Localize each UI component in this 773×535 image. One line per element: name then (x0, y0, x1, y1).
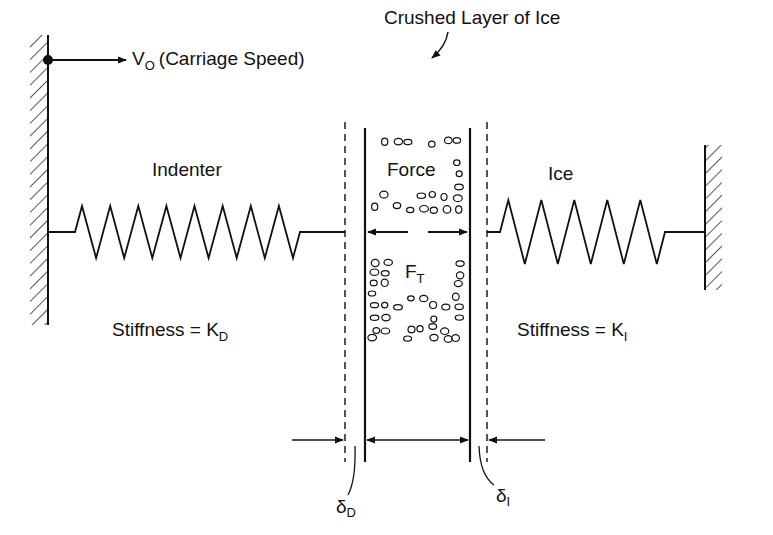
leader-line (348, 446, 355, 495)
ice-grain (455, 315, 463, 320)
ice-grain (407, 207, 414, 212)
indenter-spring (48, 206, 345, 258)
subscript: D (219, 330, 228, 344)
leader-line (432, 32, 448, 58)
symbol: V (132, 49, 145, 70)
layer-boundary (469, 128, 471, 462)
symbol: F (405, 262, 417, 283)
ice-grain (452, 293, 459, 300)
ice-grain (455, 184, 464, 190)
ice-grain (381, 279, 388, 286)
ice-grain (444, 336, 452, 343)
ice-grain (370, 315, 379, 320)
ice-grain (429, 192, 435, 198)
part-name: Ice (548, 164, 573, 185)
ice-grain (408, 296, 415, 301)
callout-text: Crushed Layer of Ice (384, 8, 560, 29)
dimension-arrow (367, 439, 468, 441)
dimension-arrow (489, 439, 545, 441)
force-arrow (428, 231, 467, 233)
ice-grain (370, 269, 379, 275)
subscript: D (347, 506, 356, 520)
force-arrow (368, 231, 408, 233)
ice-grain (455, 304, 463, 310)
stiffness-label: Stiffness = K (112, 320, 219, 341)
ice-grain (417, 193, 425, 198)
ice-grain (382, 138, 388, 145)
ice-grain (417, 326, 423, 332)
ice-grain (456, 261, 464, 267)
dashed-boundary (486, 122, 487, 462)
ice-grain (368, 334, 377, 341)
ice-grain (394, 305, 403, 310)
ice-grain (381, 271, 389, 276)
caption-text: (Carriage Speed) (159, 49, 305, 70)
ice-grain (429, 324, 437, 330)
dimension-symbol: δ (496, 486, 507, 507)
ice-grain (384, 259, 392, 265)
force-label: Force (387, 160, 436, 181)
ice-grain (430, 334, 438, 341)
ice-grain (370, 303, 378, 308)
ice-grain (404, 139, 412, 144)
wall-hatch (706, 145, 722, 290)
ice-grain (382, 314, 390, 321)
ice-grain (380, 191, 388, 198)
speed-arrow (48, 59, 126, 61)
ice-grain (430, 302, 437, 309)
subscript: I (624, 330, 628, 344)
ice-grain (382, 302, 388, 308)
ice-grain (393, 203, 400, 209)
ice-grain (452, 335, 460, 342)
ice-grain (420, 206, 429, 213)
ice-grain (420, 295, 428, 301)
ice-grain (454, 281, 462, 287)
ice-spring (487, 200, 705, 264)
wall-hatch (30, 35, 47, 325)
ice-grain (371, 259, 379, 266)
ice-grain (456, 272, 463, 279)
stiffness-label: Stiffness = K (517, 320, 624, 341)
ice-grain (445, 137, 453, 144)
ice-grain (456, 206, 462, 213)
ice-grain (370, 280, 377, 286)
ice-grain (456, 171, 462, 177)
part-name: Indenter (152, 160, 222, 181)
ice-grain (372, 203, 378, 210)
ice-grain (454, 160, 460, 166)
ice-grain (404, 336, 412, 341)
layer-boundary (364, 128, 366, 462)
leader-line (479, 446, 494, 485)
dimension-symbol: δ (336, 497, 347, 518)
ice-grain (394, 138, 402, 145)
dashed-boundary (344, 122, 345, 462)
ice-grain (373, 328, 380, 334)
dimension-arrow (292, 439, 343, 441)
ice-grain (441, 194, 447, 201)
subscript: T (417, 272, 425, 286)
ice-grain (381, 328, 390, 334)
ice-grain (443, 206, 451, 213)
ice-wall (704, 145, 706, 290)
ice-grain (442, 304, 450, 310)
subscript: O (145, 59, 155, 73)
ice-grain (408, 326, 415, 333)
ice-grain (430, 207, 437, 213)
ice-grain (453, 195, 462, 202)
ice-grain (368, 291, 375, 296)
ice-grain (453, 138, 460, 144)
ice-grain (431, 316, 437, 322)
ice-grain (441, 328, 449, 335)
carriage-line (47, 35, 49, 325)
subscript: I (507, 495, 511, 509)
ice-grain (429, 141, 435, 147)
crushed-ice (368, 137, 464, 342)
